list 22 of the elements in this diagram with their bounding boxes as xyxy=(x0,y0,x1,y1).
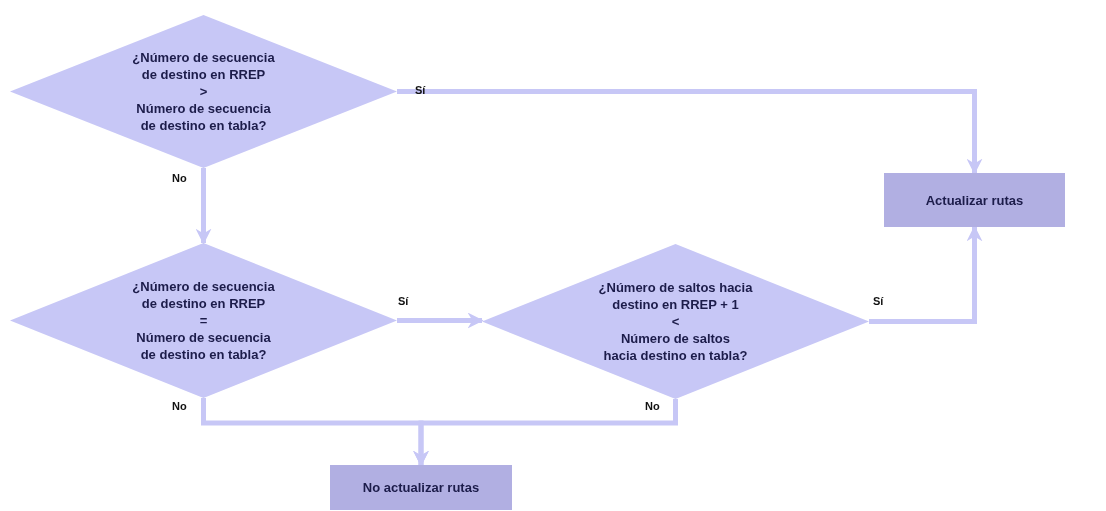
arrow xyxy=(869,225,983,324)
condition-text: ¿Número de secuencia de destino en RREP xyxy=(131,49,276,83)
process-label: Actualizar rutas xyxy=(925,191,1024,209)
condition-text: ¿Número de saltos hacia destino en RREP + 1 xyxy=(597,279,754,313)
process-label: No actualizar rutas xyxy=(362,479,480,496)
edge-label: Sí xyxy=(398,295,409,307)
operator-symbol: > xyxy=(199,83,208,100)
edge-label: No xyxy=(645,400,660,412)
condition-text: ¿Número de secuencia de destino en RREP xyxy=(131,278,276,312)
operator-symbol: < xyxy=(671,313,680,330)
operator-symbol: = xyxy=(199,312,208,329)
condition-text: Número de secuencia de destino en tabla? xyxy=(135,329,272,363)
edge-label: Sí xyxy=(873,295,884,307)
edge-label: Sí xyxy=(415,84,426,96)
condition-text: Número de secuencia de destino en tabla? xyxy=(135,100,272,134)
arrow xyxy=(397,312,484,329)
arrow xyxy=(195,168,212,245)
edge-label: No xyxy=(172,400,187,412)
condition-text: Número de saltos hacia destino en tabla? xyxy=(602,330,749,364)
edge-label: No xyxy=(172,172,187,184)
arrow xyxy=(397,89,983,175)
arrow xyxy=(413,399,678,467)
